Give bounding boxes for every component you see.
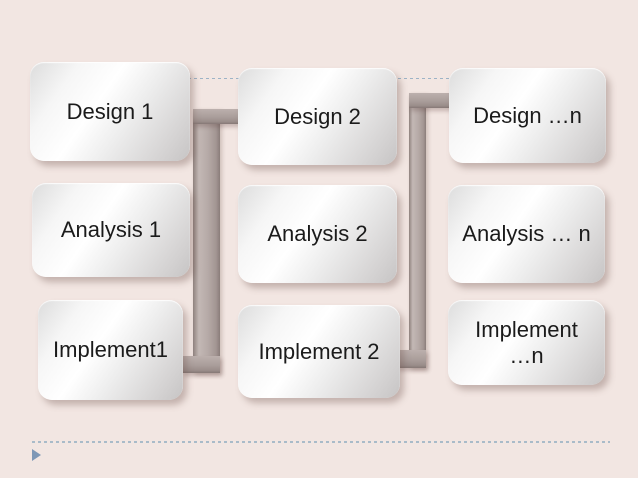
connector-implement1-design2-bottom-arm	[182, 356, 220, 373]
shape-implement-2[interactable]: Implement 2	[238, 305, 400, 398]
bottom-guide-dashed-line	[32, 441, 610, 443]
connector-implement2-designn-bottom-arm	[397, 350, 426, 368]
shape-analysis-2[interactable]: Analysis 2	[238, 185, 397, 283]
shape-analysis-1[interactable]: Analysis 1	[32, 183, 190, 277]
shape-implement-1[interactable]: Implement1	[38, 300, 183, 400]
shape-design-n[interactable]: Design …n	[449, 68, 606, 163]
connector-implement2-designn-vertical	[409, 93, 426, 368]
shape-analysis-n[interactable]: Analysis … n	[448, 185, 605, 283]
connector-implement1-design2-top-arm	[193, 109, 238, 124]
shape-design-2[interactable]: Design 2	[238, 68, 397, 165]
shape-design-1[interactable]: Design 1	[30, 62, 190, 161]
shape-implement-n[interactable]: Implement …n	[448, 300, 605, 385]
connector-implement2-designn-top-arm	[409, 93, 452, 108]
connector-implement1-design2-vertical	[193, 109, 220, 373]
bullet-triangle-icon	[32, 449, 41, 461]
